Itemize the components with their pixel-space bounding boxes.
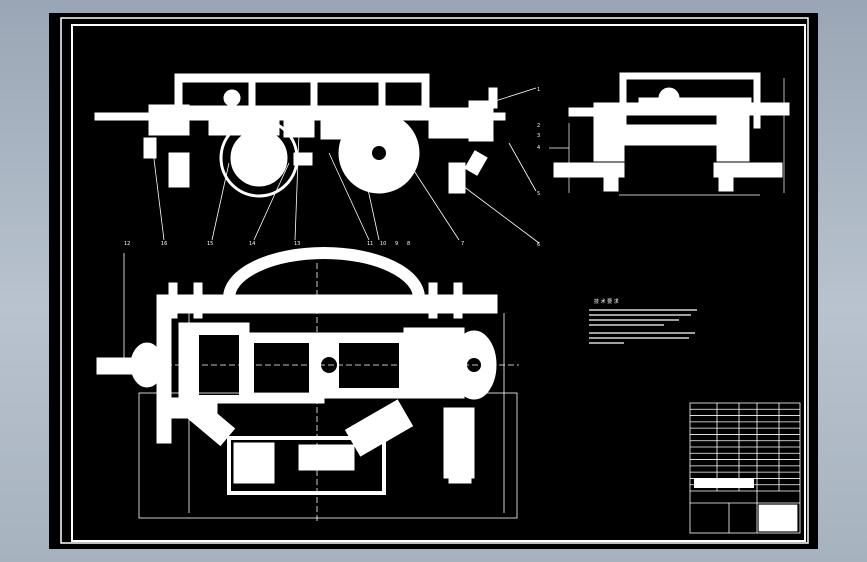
svg-text:7: 7 — [461, 241, 464, 247]
front-view — [94, 73, 506, 198]
outer-border — [60, 17, 809, 544]
plan-view-lines — [123, 253, 519, 523]
title-block — [689, 402, 801, 534]
svg-text:1: 1 — [537, 87, 540, 93]
cad-drawing-canvas: 12 16 15 14 13 11 10 9 8 7 1 2 3 4 5 6 — [49, 13, 818, 549]
balloon-labels-top: 12 16 15 14 13 11 10 9 8 7 — [124, 241, 464, 247]
svg-text:12: 12 — [124, 241, 130, 247]
side-view — [553, 72, 790, 192]
svg-text:10: 10 — [380, 241, 386, 247]
svg-text:16: 16 — [161, 241, 167, 247]
svg-text:8: 8 — [407, 241, 410, 247]
svg-text:15: 15 — [207, 241, 213, 247]
svg-text:4: 4 — [537, 145, 540, 151]
svg-text:13: 13 — [294, 241, 300, 247]
svg-text:2: 2 — [537, 123, 540, 129]
svg-text:14: 14 — [249, 241, 255, 247]
assembly-drawing: 12 16 15 14 13 11 10 9 8 7 1 2 3 4 5 6 — [60, 17, 809, 544]
svg-text:技 术 要 求: 技 术 要 求 — [594, 298, 619, 305]
svg-text:6: 6 — [537, 242, 540, 248]
svg-text:11: 11 — [367, 241, 373, 247]
technical-notes: 技 术 要 求 — [589, 298, 697, 344]
inner-border — [71, 24, 806, 542]
svg-text:5: 5 — [537, 191, 540, 197]
side-view-dims — [549, 78, 785, 196]
front-view-leaders — [151, 87, 540, 244]
svg-text:9: 9 — [395, 241, 398, 247]
svg-text:3: 3 — [537, 133, 540, 139]
balloon-labels-right: 1 2 3 4 5 6 — [537, 87, 540, 248]
